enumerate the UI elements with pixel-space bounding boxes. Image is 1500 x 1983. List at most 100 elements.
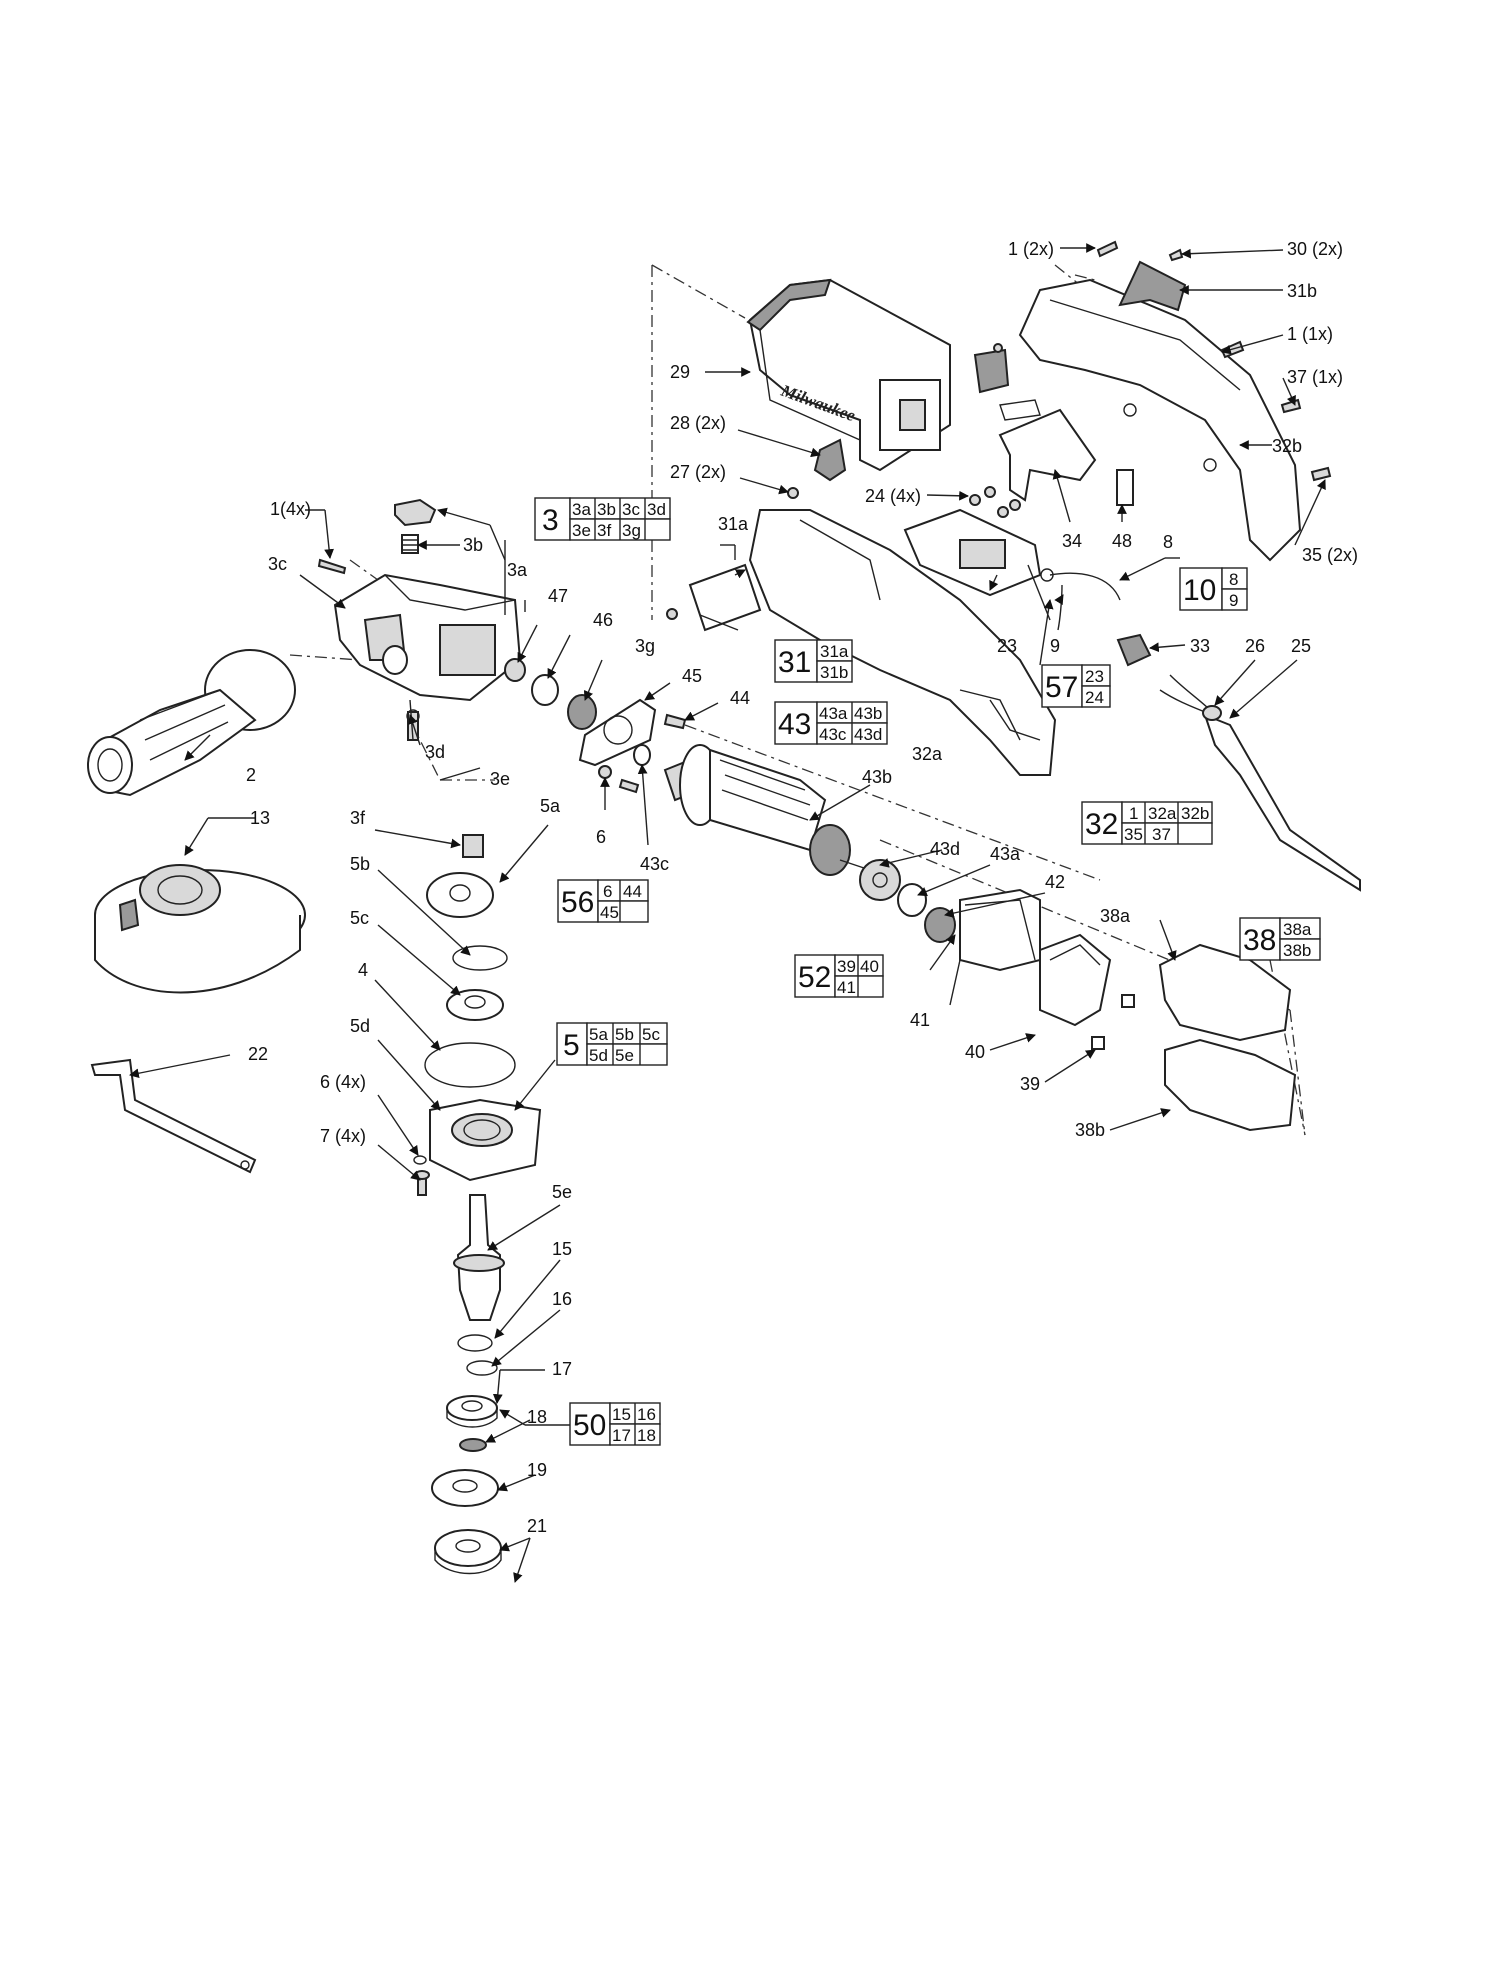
switch-part-23	[903, 508, 1042, 597]
wire-part-8	[1040, 568, 1121, 601]
callout-26: 26	[1245, 636, 1265, 656]
callout-38b: 38b	[1075, 1120, 1105, 1140]
callout-23: 23	[997, 636, 1017, 656]
kit-52-cell: 40	[860, 957, 879, 976]
callout-1-4x: 1(4x)	[270, 499, 311, 519]
kit-5-cell: 5d	[589, 1046, 608, 1065]
callout-3g: 3g	[635, 636, 655, 656]
kit-32-number: 32	[1085, 808, 1118, 841]
callout-22: 22	[248, 1044, 268, 1064]
oring-part-4	[424, 1042, 516, 1088]
kit-3-cell: 3d	[647, 500, 666, 519]
kit-3-cell: 3e	[572, 521, 591, 540]
callout-43a: 43a	[990, 844, 1021, 864]
callout-44: 44	[730, 688, 750, 708]
fan-baffle-part-41	[959, 888, 1041, 972]
callout-18: 18	[527, 1407, 547, 1427]
kit-5-cell: 5a	[589, 1025, 608, 1044]
brush-holder-part-40	[1039, 933, 1112, 1027]
kit-50-number: 50	[573, 1409, 606, 1442]
kit-56-number: 56	[561, 886, 594, 919]
kit-38-number: 38	[1243, 924, 1276, 957]
kit-57-cell: 23	[1085, 667, 1104, 686]
callout-46: 46	[593, 610, 613, 630]
spanner-wrench-part-22	[90, 1058, 257, 1174]
screw-part-44	[663, 713, 687, 730]
side-handle-part-2	[87, 649, 296, 797]
kit-32-cell: 32b	[1181, 804, 1209, 823]
motor-housing-part-29: Milwaukee	[746, 278, 951, 472]
kit-56-cell: 6	[603, 882, 612, 901]
kit-52-cell: 39	[837, 957, 856, 976]
button-part-3a	[394, 498, 437, 527]
washer-part-43c	[633, 744, 651, 766]
field-part-38a	[1158, 943, 1292, 1042]
ring-part-15	[457, 1334, 493, 1352]
ring-part-3g	[567, 694, 597, 730]
gear-housing-part-3	[333, 573, 522, 702]
callout-16: 16	[552, 1289, 572, 1309]
wheel-guard-part-13	[94, 864, 306, 994]
kit-box-52: 52 39 40 41	[794, 954, 884, 998]
callout-25: 25	[1291, 636, 1311, 656]
kit-10-cell: 8	[1229, 570, 1238, 589]
kit-31-cell: 31b	[820, 663, 848, 682]
screw-part-27	[787, 487, 799, 499]
kit-3-cell: 3a	[572, 500, 591, 519]
bearing-part-46	[531, 674, 559, 706]
kit-43-number: 43	[778, 708, 811, 741]
lever-part-34	[998, 399, 1097, 502]
kit-3-cell: 3b	[597, 500, 616, 519]
kit-box-5: 5 5a 5b 5c 5d 5e	[556, 1022, 668, 1066]
kit-43-cell: 43d	[854, 725, 882, 744]
callout-5e: 5e	[552, 1182, 572, 1202]
screw-part-1-4x	[317, 558, 347, 575]
kit-43-cell: 43a	[819, 704, 848, 723]
kit-5-cell: 5e	[615, 1046, 634, 1065]
kit-box-10: 10 8 9	[1179, 567, 1248, 611]
callout-5a: 5a	[540, 796, 561, 816]
kit-box-50: 50 15 16 17 18	[569, 1402, 661, 1446]
callout-3b: 3b	[463, 535, 483, 555]
kit-31-number: 31	[778, 646, 811, 679]
screw-part-6	[598, 765, 640, 794]
callout-3f: 3f	[350, 808, 366, 828]
kit-57-number: 57	[1045, 671, 1078, 704]
brush-part-39	[1091, 994, 1135, 1050]
retaining-ring-part-5b	[452, 945, 508, 971]
bearing-part-43d	[859, 859, 901, 901]
ring-part-16	[466, 1360, 498, 1376]
callout-15: 15	[552, 1239, 572, 1259]
bearing-flange-part-5a	[426, 872, 494, 918]
callout-19: 19	[527, 1460, 547, 1480]
kit-43-cell: 43b	[854, 704, 882, 723]
kit-box-3: 3 3a 3b 3c 3d 3e 3f 3g	[534, 497, 671, 541]
bearing-part-47	[504, 658, 526, 682]
kit-3-cell: 3c	[622, 500, 640, 519]
kit-box-56: 56 6 44 45	[557, 879, 649, 923]
pin-part-48	[1116, 469, 1134, 506]
cap-part-31b	[1118, 260, 1187, 312]
callout-43c: 43c	[640, 854, 669, 874]
callout-40: 40	[965, 1042, 985, 1062]
wire-part-9	[1057, 584, 1063, 631]
callout-3d: 3d	[425, 742, 445, 762]
kit-31-cell: 31a	[820, 642, 849, 661]
kit-32-cell: 37	[1152, 825, 1171, 844]
callout-24-4x: 24 (4x)	[865, 486, 921, 506]
terminal-part-33	[1116, 633, 1152, 667]
leader-lines	[129, 243, 1326, 1583]
kit-52-number: 52	[798, 961, 831, 994]
kit-box-32: 32 1 32a 32b 35 37	[1081, 801, 1213, 845]
callout-4: 4	[358, 960, 368, 980]
handle-cover-part-32b	[1018, 278, 1302, 562]
callout-17: 17	[552, 1359, 572, 1379]
kit-50-cell: 18	[637, 1426, 656, 1445]
callout-38a: 38a	[1100, 906, 1131, 926]
kit-box-38: 38 38a 38b	[1239, 917, 1321, 961]
callout-39: 39	[1020, 1074, 1040, 1094]
bearing-part-5c	[446, 989, 504, 1021]
spindle-housing-part-5d	[429, 1098, 542, 1182]
kit-5-cell: 5c	[642, 1025, 660, 1044]
callout-42: 42	[1045, 872, 1065, 892]
